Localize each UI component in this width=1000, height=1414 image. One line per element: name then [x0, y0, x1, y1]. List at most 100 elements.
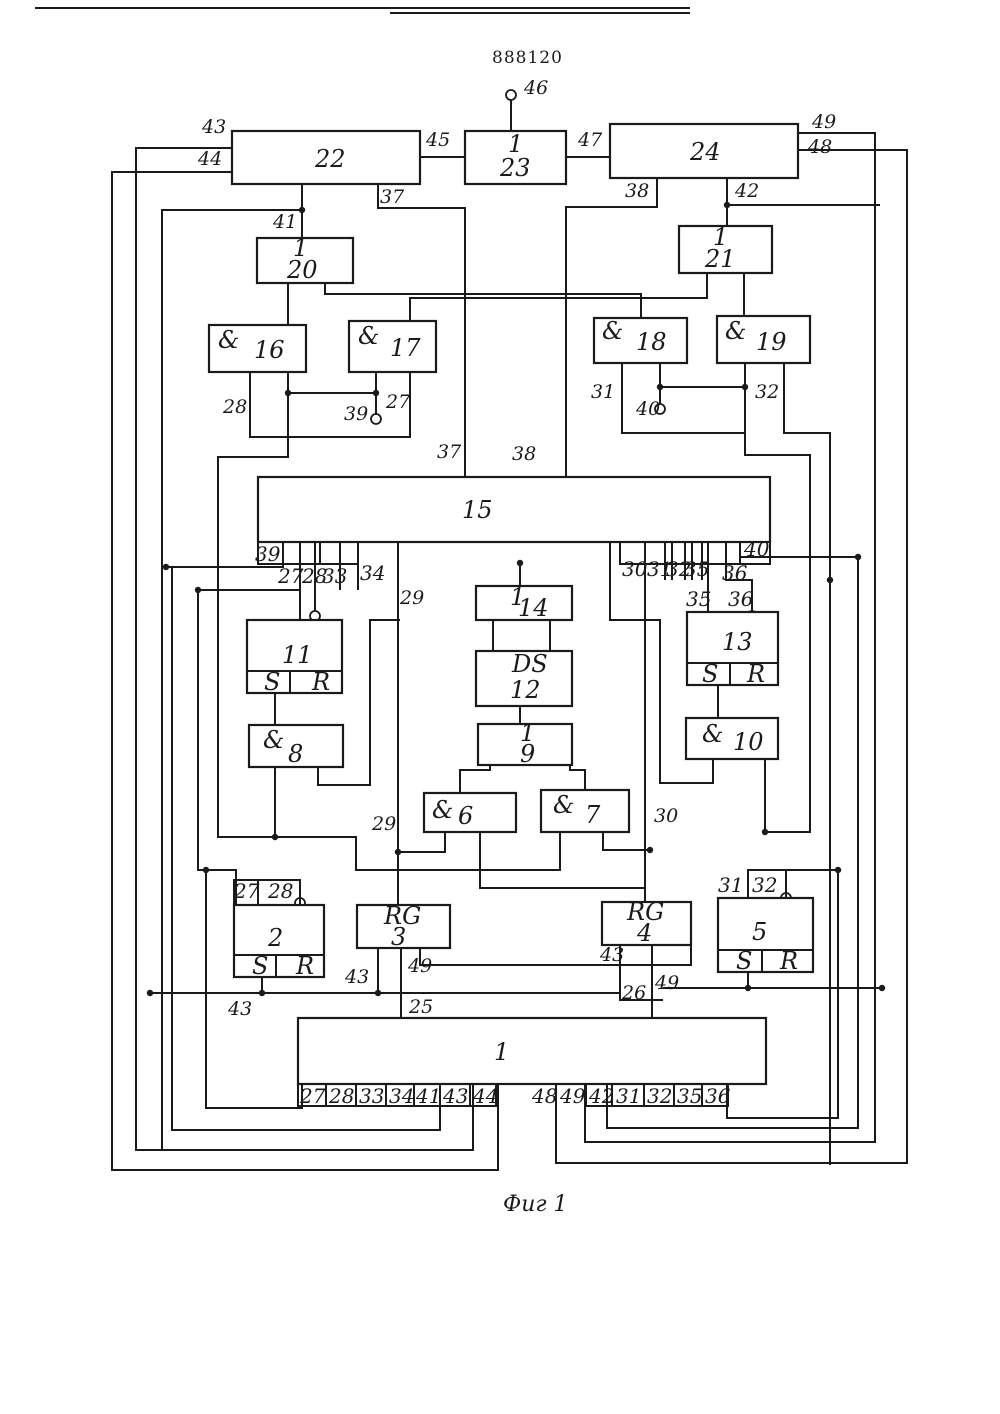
svg-text:2: 2 [267, 924, 283, 952]
svg-text:1: 1 [494, 1038, 509, 1066]
block-23: 1 23 [465, 130, 566, 184]
svg-text:&: & [218, 326, 239, 354]
svg-text:19: 19 [756, 328, 787, 356]
svg-text:46: 46 [523, 77, 548, 99]
block-14: 1 14 [476, 583, 572, 622]
block-7: & 7 [541, 790, 629, 832]
svg-text:45: 45 [425, 129, 450, 151]
svg-text:44: 44 [197, 148, 222, 170]
svg-text:44: 44 [472, 1084, 498, 1108]
svg-text:18: 18 [636, 328, 667, 356]
svg-text:10: 10 [733, 728, 764, 756]
svg-text:32: 32 [752, 873, 777, 897]
svg-text:34: 34 [360, 561, 385, 585]
block-22: 22 [232, 131, 420, 184]
svg-text:4: 4 [636, 919, 652, 947]
svg-text:S: S [252, 952, 268, 980]
svg-text:6: 6 [458, 802, 473, 830]
svg-text:43: 43 [442, 1084, 468, 1108]
svg-text:27: 27 [299, 1084, 326, 1108]
svg-text:43: 43 [201, 116, 226, 138]
svg-text:12: 12 [510, 676, 541, 704]
svg-text:39: 39 [255, 542, 281, 566]
svg-text:26: 26 [621, 982, 646, 1004]
svg-text:&: & [263, 726, 284, 754]
svg-text:29: 29 [399, 587, 424, 609]
svg-text:S: S [702, 660, 718, 688]
svg-text:36: 36 [722, 561, 748, 585]
svg-text:&: & [358, 322, 379, 350]
svg-text:32: 32 [755, 381, 779, 403]
svg-text:R: R [746, 660, 765, 688]
svg-text:7: 7 [585, 801, 601, 829]
block-2-pins: 27 28 [233, 879, 300, 905]
svg-text:49: 49 [811, 111, 836, 133]
svg-text:35: 35 [684, 557, 709, 581]
svg-text:35: 35 [677, 1084, 702, 1108]
block-21: 1 21 [679, 223, 772, 273]
svg-text:28: 28 [328, 1084, 354, 1108]
svg-text:&: & [702, 720, 723, 748]
block-5: 5 S R [718, 898, 813, 975]
svg-text:41: 41 [272, 211, 297, 233]
svg-text:41: 41 [415, 1084, 441, 1108]
svg-text:38: 38 [512, 443, 536, 465]
svg-text:31: 31 [616, 1084, 641, 1108]
block-15: 15 [258, 477, 770, 542]
svg-text:35: 35 [686, 587, 711, 611]
svg-text:23: 23 [499, 154, 531, 182]
block-24: 24 [610, 124, 798, 178]
svg-text:49: 49 [559, 1084, 586, 1108]
block-1-pins-right: 48 49 42 31 32 35 36 [531, 1084, 731, 1108]
svg-text:&: & [432, 796, 453, 824]
svg-text:38: 38 [625, 180, 649, 202]
block-10: & 10 [686, 718, 778, 759]
block-19: & 19 [717, 316, 810, 363]
svg-text:36: 36 [728, 587, 754, 611]
block-15-pins-right: 30 31 32 35 36 40 [620, 537, 770, 585]
svg-text:30: 30 [622, 557, 648, 581]
svg-text:&: & [725, 317, 746, 345]
block-17: & 17 [349, 321, 436, 372]
svg-text:49: 49 [654, 972, 679, 994]
svg-text:31: 31 [718, 873, 743, 897]
svg-text:R: R [311, 668, 330, 696]
svg-text:47: 47 [577, 129, 603, 151]
svg-text:34: 34 [389, 1084, 414, 1108]
block-15-pins-left: 39 27 28 33 34 [255, 542, 385, 588]
svg-text:27: 27 [385, 391, 411, 413]
block-12: DS 12 [476, 650, 572, 706]
svg-text:43: 43 [344, 966, 369, 988]
block-11: 11 S R [247, 620, 342, 696]
svg-text:42: 42 [734, 180, 759, 202]
svg-text:9: 9 [520, 740, 535, 768]
svg-text:28: 28 [222, 396, 247, 418]
svg-text:48: 48 [531, 1084, 557, 1108]
svg-text:37: 37 [437, 441, 462, 463]
svg-text:11: 11 [282, 641, 313, 669]
svg-text:27: 27 [277, 564, 304, 588]
svg-text:17: 17 [390, 334, 421, 362]
svg-text:R: R [295, 952, 314, 980]
svg-text:33: 33 [359, 1084, 384, 1108]
svg-text:&: & [553, 791, 574, 819]
block-9: 1 9 [478, 719, 572, 768]
svg-text:&: & [602, 317, 623, 345]
svg-text:31: 31 [591, 381, 615, 403]
block-18: & 18 [594, 317, 687, 363]
svg-text:13: 13 [722, 628, 753, 656]
block-1: 1 [298, 1018, 766, 1084]
block-13: 13 S R [687, 612, 778, 688]
block-16: & 16 [209, 325, 306, 372]
block-4: RG 4 [602, 898, 691, 947]
svg-text:27: 27 [233, 879, 260, 903]
svg-text:36: 36 [705, 1084, 731, 1108]
document-number: 888120 [492, 48, 563, 68]
svg-text:15: 15 [462, 496, 493, 524]
block-3: RG 3 [357, 902, 450, 951]
block-13-pins: 35 36 [686, 587, 754, 611]
block-6: & 6 [424, 793, 516, 832]
block-8: & 8 [249, 725, 343, 768]
svg-text:49: 49 [407, 955, 432, 977]
svg-text:40: 40 [743, 537, 770, 561]
